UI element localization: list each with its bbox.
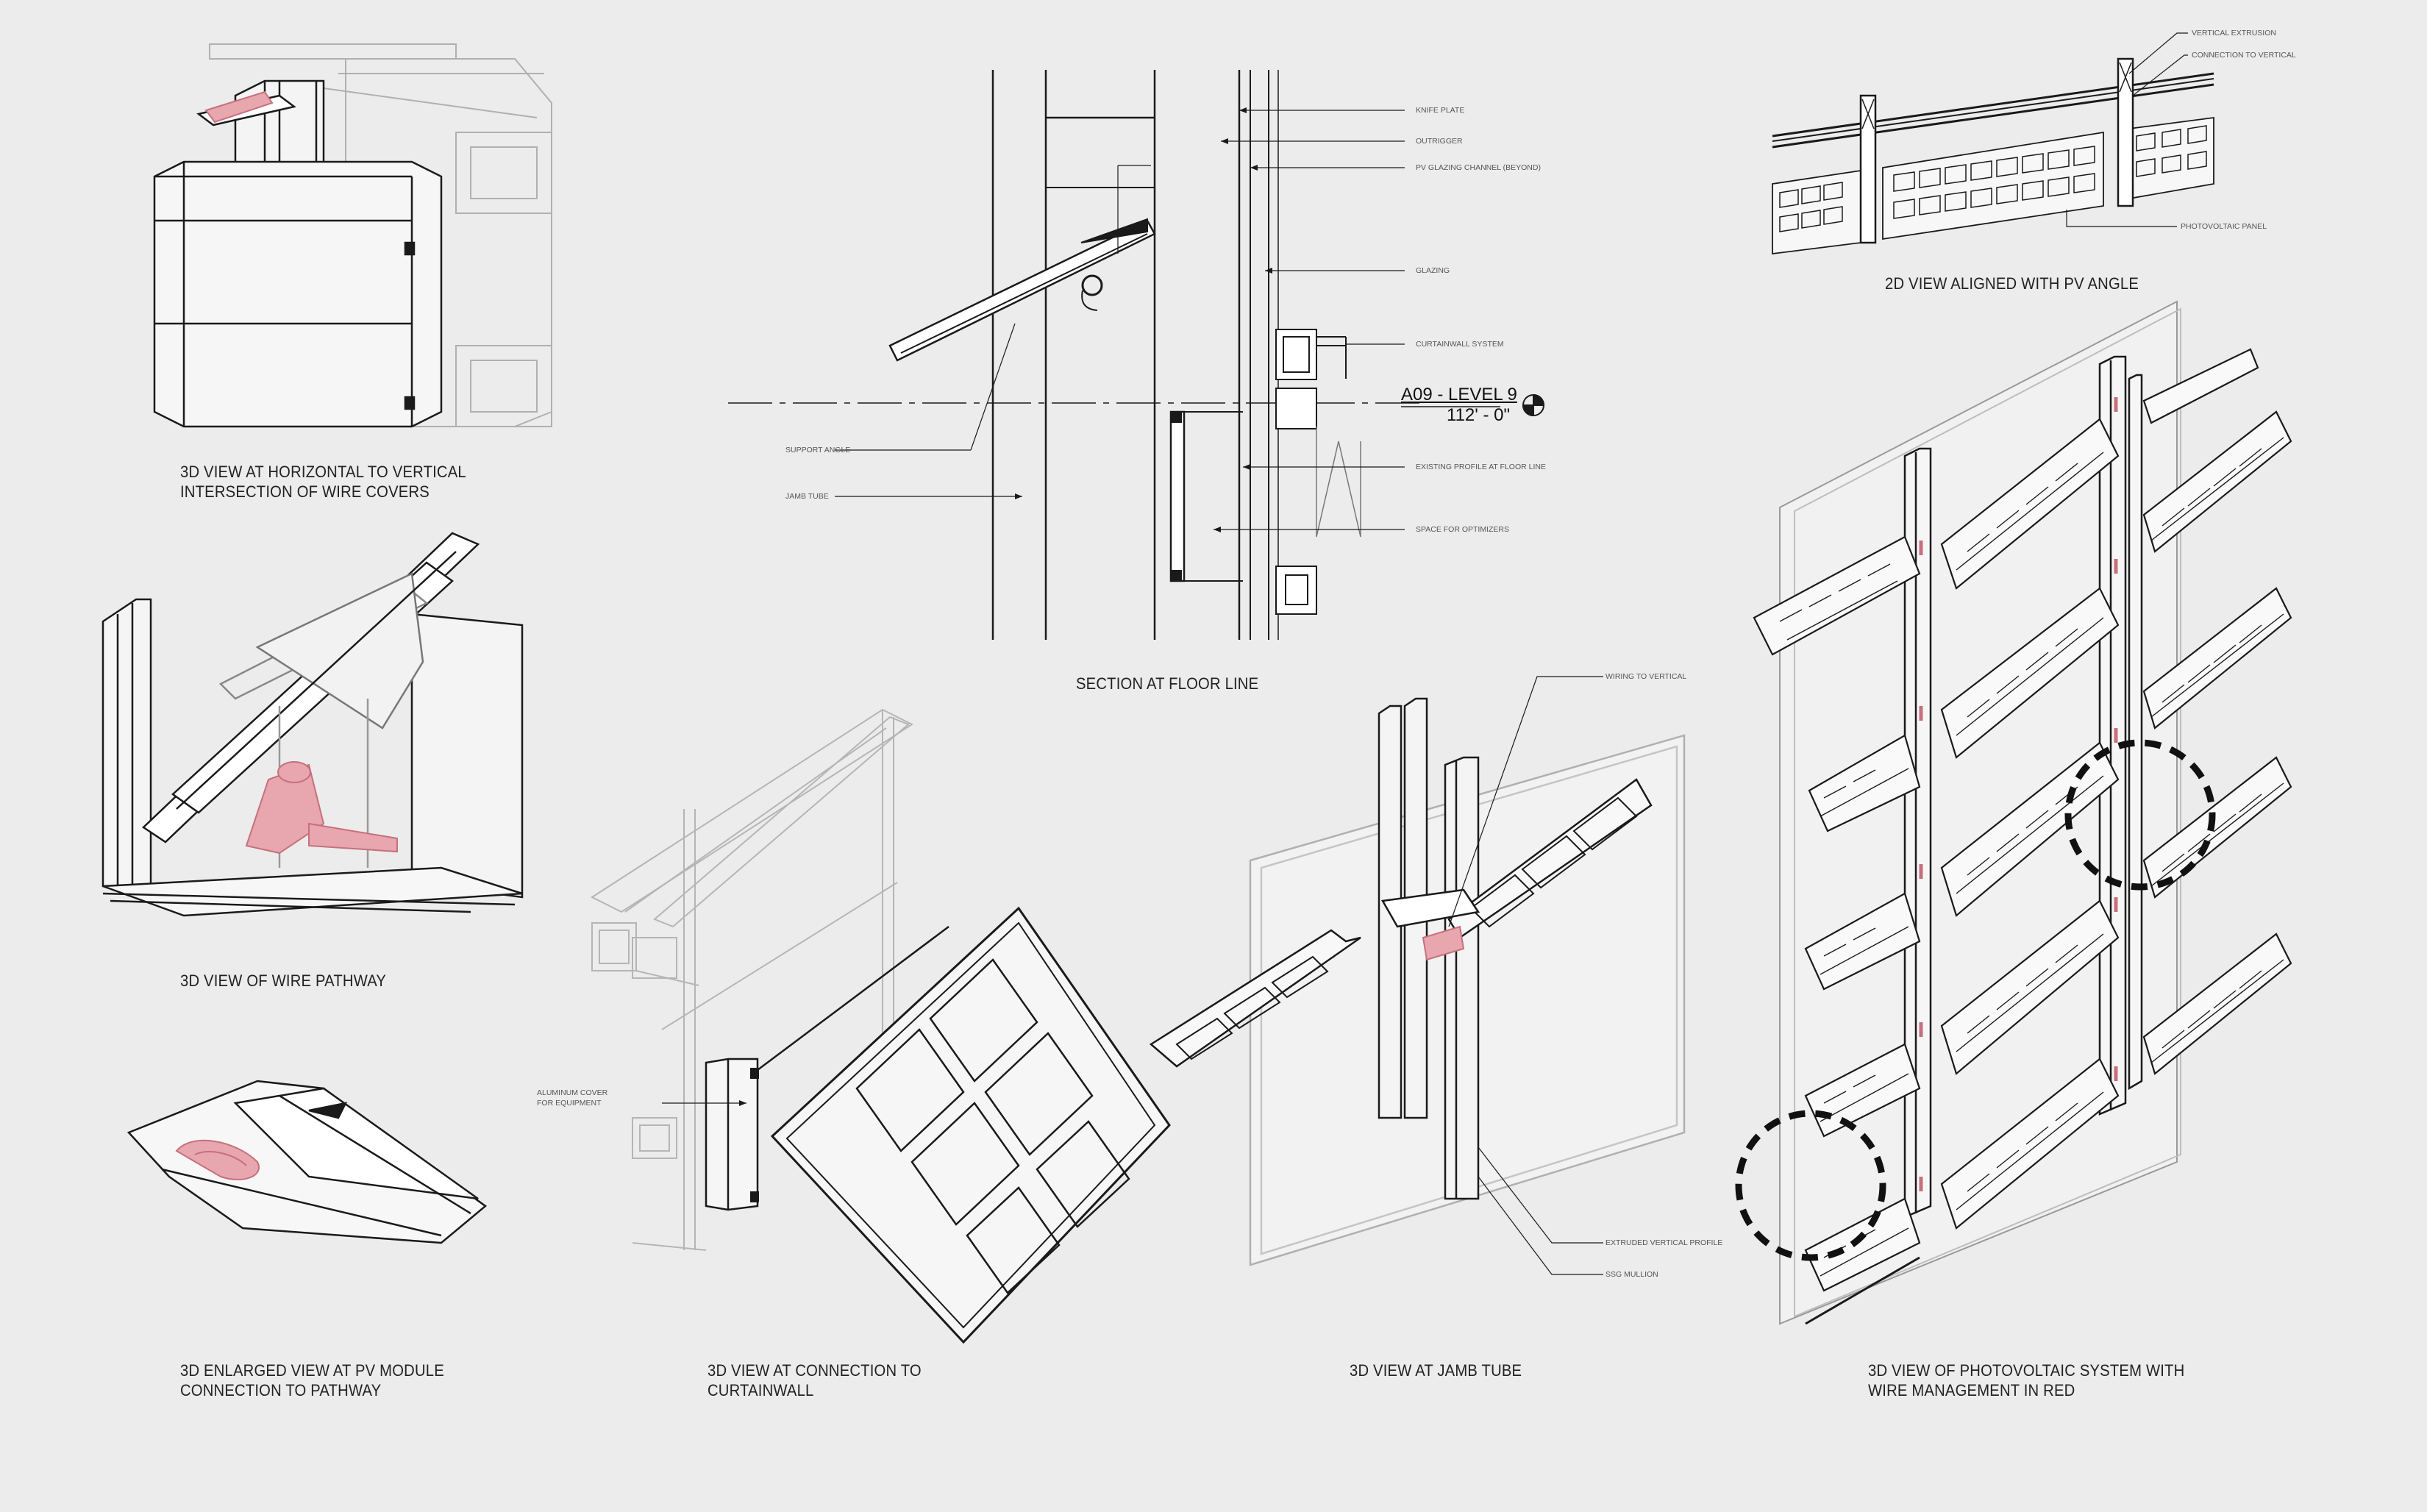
caption-wire-pathway: 3D VIEW OF WIRE PATHWAY bbox=[180, 971, 387, 990]
note-outrigger: OUTRIGGER bbox=[1416, 137, 1463, 146]
caption-section-floor-line: SECTION AT FLOOR LINE bbox=[1076, 674, 1259, 693]
note-knife-plate: KNIFE PLATE bbox=[1416, 106, 1465, 115]
drawing-pv-system bbox=[1735, 300, 2292, 1325]
caption-pv-system-line2: WIRE MANAGEMENT IN RED bbox=[1868, 1381, 2075, 1399]
caption-pv-system-line1: 3D VIEW OF PHOTOVOLTAIC SYSTEM WITH bbox=[1868, 1361, 2185, 1380]
caption-pv-module-line1: 3D ENLARGED VIEW AT PV MODULE bbox=[180, 1361, 444, 1380]
note-wiring-vertical: WIRING TO VERTICAL bbox=[1605, 672, 1687, 681]
drawing-curtainwall-connection bbox=[590, 708, 1171, 1344]
caption-jamb-tube: 3D VIEW AT JAMB TUBE bbox=[1350, 1361, 1522, 1380]
note-photovoltaic-panel: PHOTOVOLTAIC PANEL bbox=[2181, 222, 2267, 231]
drawing-wire-pathway bbox=[101, 532, 524, 917]
caption-horizontal-vertical-line1: 3D VIEW AT HORIZONTAL TO VERTICAL bbox=[180, 463, 466, 481]
note-aluminum-cover-line2: FOR EQUIPMENT bbox=[537, 1099, 602, 1108]
note-glazing: GLAZING bbox=[1416, 266, 1450, 275]
drawing-section-floor-line bbox=[728, 70, 1545, 640]
note-curtainwall-system: CURTAINWALL SYSTEM bbox=[1416, 340, 1504, 349]
drawing-horizontal-vertical-intersection bbox=[153, 43, 552, 428]
drawing-2d-pv-angle bbox=[1772, 32, 2214, 255]
level-marker-name: A09 - LEVEL 9 bbox=[1401, 385, 1517, 404]
level-marker-elevation: 112' - 0" bbox=[1447, 405, 1511, 425]
note-connection-vertical: CONNECTION TO VERTICAL bbox=[2192, 51, 2296, 60]
highlight-circles bbox=[1735, 739, 2216, 1261]
note-ssg-mullion: SSG MULLION bbox=[1605, 1270, 1658, 1279]
drawing-pv-module-connection bbox=[126, 1080, 488, 1244]
caption-curtainwall-line2: CURTAINWALL bbox=[708, 1381, 814, 1399]
caption-pv-angle: 2D VIEW ALIGNED WITH PV ANGLE bbox=[1885, 274, 2139, 293]
note-extruded-profile: EXTRUDED VERTICAL PROFILE bbox=[1605, 1238, 1723, 1247]
note-space-optimizers: SPACE FOR OPTIMIZERS bbox=[1416, 525, 1509, 534]
pv-panels-right bbox=[2142, 348, 2292, 1075]
note-support-angle: SUPPORT ANGLE bbox=[785, 446, 851, 454]
drawing-jamb-tube bbox=[1149, 676, 1686, 1275]
wire-management-red bbox=[1919, 397, 2118, 1191]
note-jamb-tube: JAMB TUBE bbox=[785, 492, 829, 501]
caption-pv-module-line2: CONNECTION TO PATHWAY bbox=[180, 1381, 382, 1399]
note-existing-profile: EXISTING PROFILE AT FLOOR LINE bbox=[1416, 463, 1546, 471]
caption-horizontal-vertical-line2: INTERSECTION OF WIRE COVERS bbox=[180, 482, 430, 501]
note-vertical-extrusion: VERTICAL EXTRUSION bbox=[2192, 29, 2276, 38]
caption-curtainwall-line1: 3D VIEW AT CONNECTION TO bbox=[708, 1361, 922, 1380]
note-pv-glazing-channel: PV GLAZING CHANNEL (BEYOND) bbox=[1416, 163, 1541, 172]
note-aluminum-cover-line1: ALUMINUM COVER bbox=[537, 1088, 608, 1097]
